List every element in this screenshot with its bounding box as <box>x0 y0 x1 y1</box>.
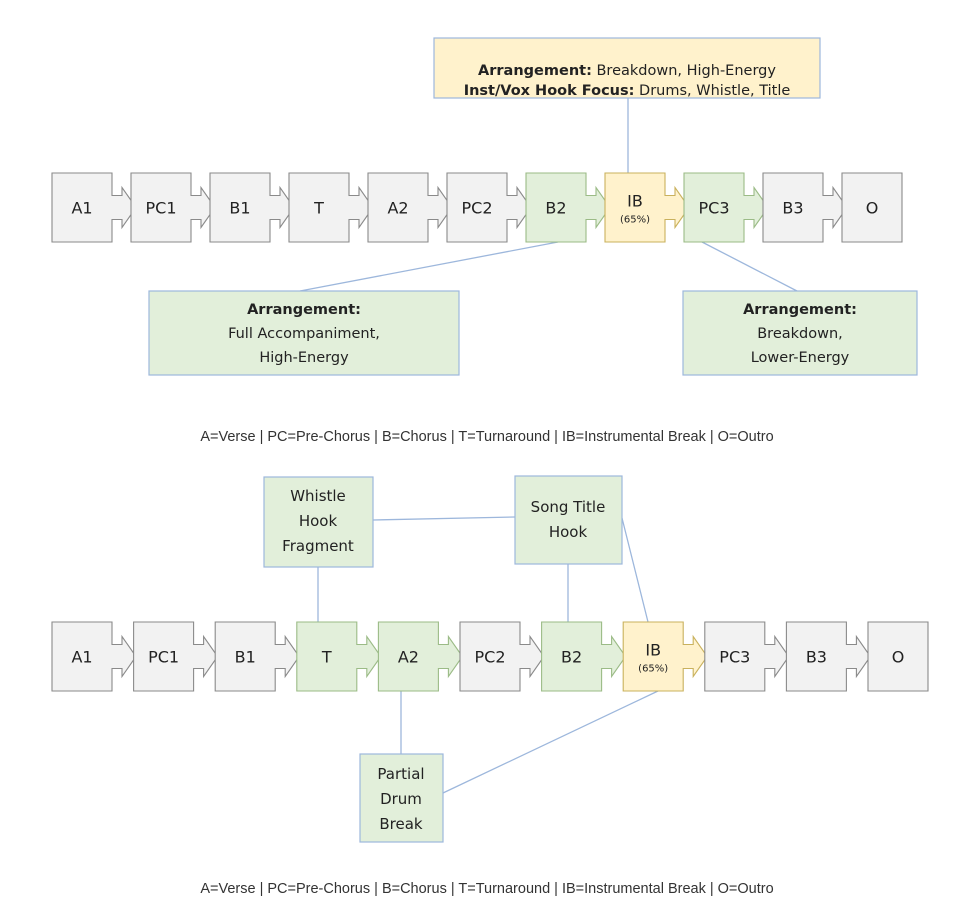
callout-top-line-2-rest: Drums, Whistle, Title <box>634 83 790 99</box>
row2-section-label-o: O <box>892 648 905 667</box>
callout-top-line-2: Inst/Vox Hook Focus: Drums, Whistle, Tit… <box>464 83 791 99</box>
hook-drum-line-2: Drum <box>380 790 422 808</box>
row1-section-sub-ib: (65%) <box>620 215 650 226</box>
row2-section-label-b1: B1 <box>235 648 256 667</box>
connector-title-hook-to-ib <box>621 517 649 623</box>
callout-top-line-1: Arrangement: Breakdown, High-Energy <box>478 63 776 79</box>
section-row-1: A1 PC1 B1 T A2 PC2 B2 IB (65%) PC3 B3 O <box>51 172 903 243</box>
connector-whistle-to-title-hook <box>372 516 516 521</box>
callout-right-box <box>682 290 918 376</box>
row2-section-box-a1 <box>51 621 137 692</box>
row1-section-box-pc3 <box>683 172 769 243</box>
arrangement-callout-top: Arrangement: Breakdown, High-Energy Inst… <box>433 37 821 99</box>
row2-section-label-pc3: PC3 <box>719 648 750 667</box>
row2-section-label-ib: IB <box>645 641 661 660</box>
row2-section-box-pc2 <box>459 621 545 692</box>
row1-section-box-pc2 <box>446 172 532 243</box>
hook-box-partial-drum: Partial Drum Break <box>359 753 444 843</box>
row2-section-box-b3 <box>785 621 872 692</box>
hook-box-song-title: Song Title Hook <box>514 475 623 565</box>
hook-whistle-line-1: Whistle <box>290 487 346 505</box>
row1-section-label-pc2: PC2 <box>462 199 493 218</box>
row2-section-box-pc1 <box>133 621 219 692</box>
section-row-2: A1 PC1 B1 T A2 PC2 B2 IB (65%) PC3 B3 O <box>51 621 929 692</box>
callout-right-title: Arrangement: <box>743 302 857 318</box>
row1-section-box-pc1 <box>130 172 216 243</box>
connector-drum-to-ib <box>442 690 659 794</box>
callout-right-line-2: Lower-Energy <box>751 350 850 366</box>
connector-pc3-to-right-callout <box>701 241 798 292</box>
hook-title-line-1: Song Title <box>531 498 606 516</box>
row2-section-box-b1 <box>214 621 300 692</box>
row2-section-label-b3: B3 <box>806 648 827 667</box>
connector-b2-to-left-callout <box>299 241 559 292</box>
row1-section-box-o <box>841 172 903 243</box>
row2-section-sub-ib: (65%) <box>638 664 668 675</box>
hook-title-box <box>514 475 623 565</box>
row1-section-box-b2 <box>525 172 611 243</box>
row1-section-label-t: T <box>313 199 324 218</box>
row1-section-label-o: O <box>866 199 879 218</box>
legend-1: A=Verse | PC=Pre-Chorus | B=Chorus | T=T… <box>200 429 773 445</box>
row1-section-label-pc1: PC1 <box>146 199 177 218</box>
row2-section-box-b2 <box>541 621 627 692</box>
row1-section-box-a1 <box>51 172 137 243</box>
arrangement-callout-right: Arrangement: Breakdown, Lower-Energy <box>682 290 918 376</box>
row2-section-label-a1: A1 <box>71 648 92 667</box>
callout-left-title: Arrangement: <box>247 302 361 318</box>
callout-top-line-1-rest: Breakdown, High-Energy <box>592 63 776 79</box>
row2-section-label-pc2: PC2 <box>475 648 506 667</box>
row2-section-label-b2: B2 <box>561 648 582 667</box>
hook-box-whistle: Whistle Hook Fragment <box>263 476 374 568</box>
callout-left-line-1: Full Accompaniment, <box>228 326 380 342</box>
callout-top-line-2-bold: Inst/Vox Hook Focus: <box>464 83 635 99</box>
callout-top-line-1-bold: Arrangement: <box>478 63 592 79</box>
diagram-2: Whistle Hook Fragment Song Title Hook A1… <box>51 475 929 897</box>
row1-section-box-b3 <box>762 172 848 243</box>
row2-section-box-a2 <box>377 621 464 692</box>
hook-drum-box <box>359 753 444 843</box>
callout-right-line-1: Breakdown, <box>757 326 843 342</box>
row2-section-label-a2: A2 <box>398 648 419 667</box>
callout-top-box <box>433 37 821 99</box>
row1-section-label-b2: B2 <box>545 199 566 218</box>
row1-section-label-a2: A2 <box>387 199 408 218</box>
diagram-1: Arrangement: Breakdown, High-Energy Inst… <box>51 37 918 445</box>
row2-section-box-o <box>867 621 929 692</box>
row2-section-label-pc1: PC1 <box>148 648 179 667</box>
row2-section-box-t <box>296 621 382 692</box>
row1-section-label-b1: B1 <box>229 199 250 218</box>
row1-section-box-b1 <box>209 172 295 243</box>
row2-section-box-pc3 <box>704 621 790 692</box>
row1-section-label-a1: A1 <box>71 199 92 218</box>
hook-title-line-2: Hook <box>549 523 588 541</box>
hook-drum-line-3: Break <box>379 815 423 833</box>
row1-section-label-ib: IB <box>627 192 643 211</box>
row1-section-box-ib <box>604 172 690 243</box>
callout-left-box <box>148 290 460 376</box>
row1-section-box-a2 <box>367 172 453 243</box>
legend-2: A=Verse | PC=Pre-Chorus | B=Chorus | T=T… <box>200 881 773 897</box>
hook-drum-line-1: Partial <box>377 765 424 783</box>
row2-section-box-ib <box>622 621 708 692</box>
hook-whistle-line-2: Hook <box>299 512 338 530</box>
row1-section-label-b3: B3 <box>782 199 803 218</box>
row1-section-box-t <box>288 172 374 243</box>
row2-section-label-t: T <box>321 648 332 667</box>
hook-whistle-box <box>263 476 374 568</box>
arrangement-callout-left: Arrangement: Full Accompaniment, High-En… <box>148 290 460 376</box>
callout-left-line-2: High-Energy <box>259 350 349 366</box>
hook-whistle-line-3: Fragment <box>282 537 354 555</box>
row1-section-label-pc3: PC3 <box>699 199 730 218</box>
